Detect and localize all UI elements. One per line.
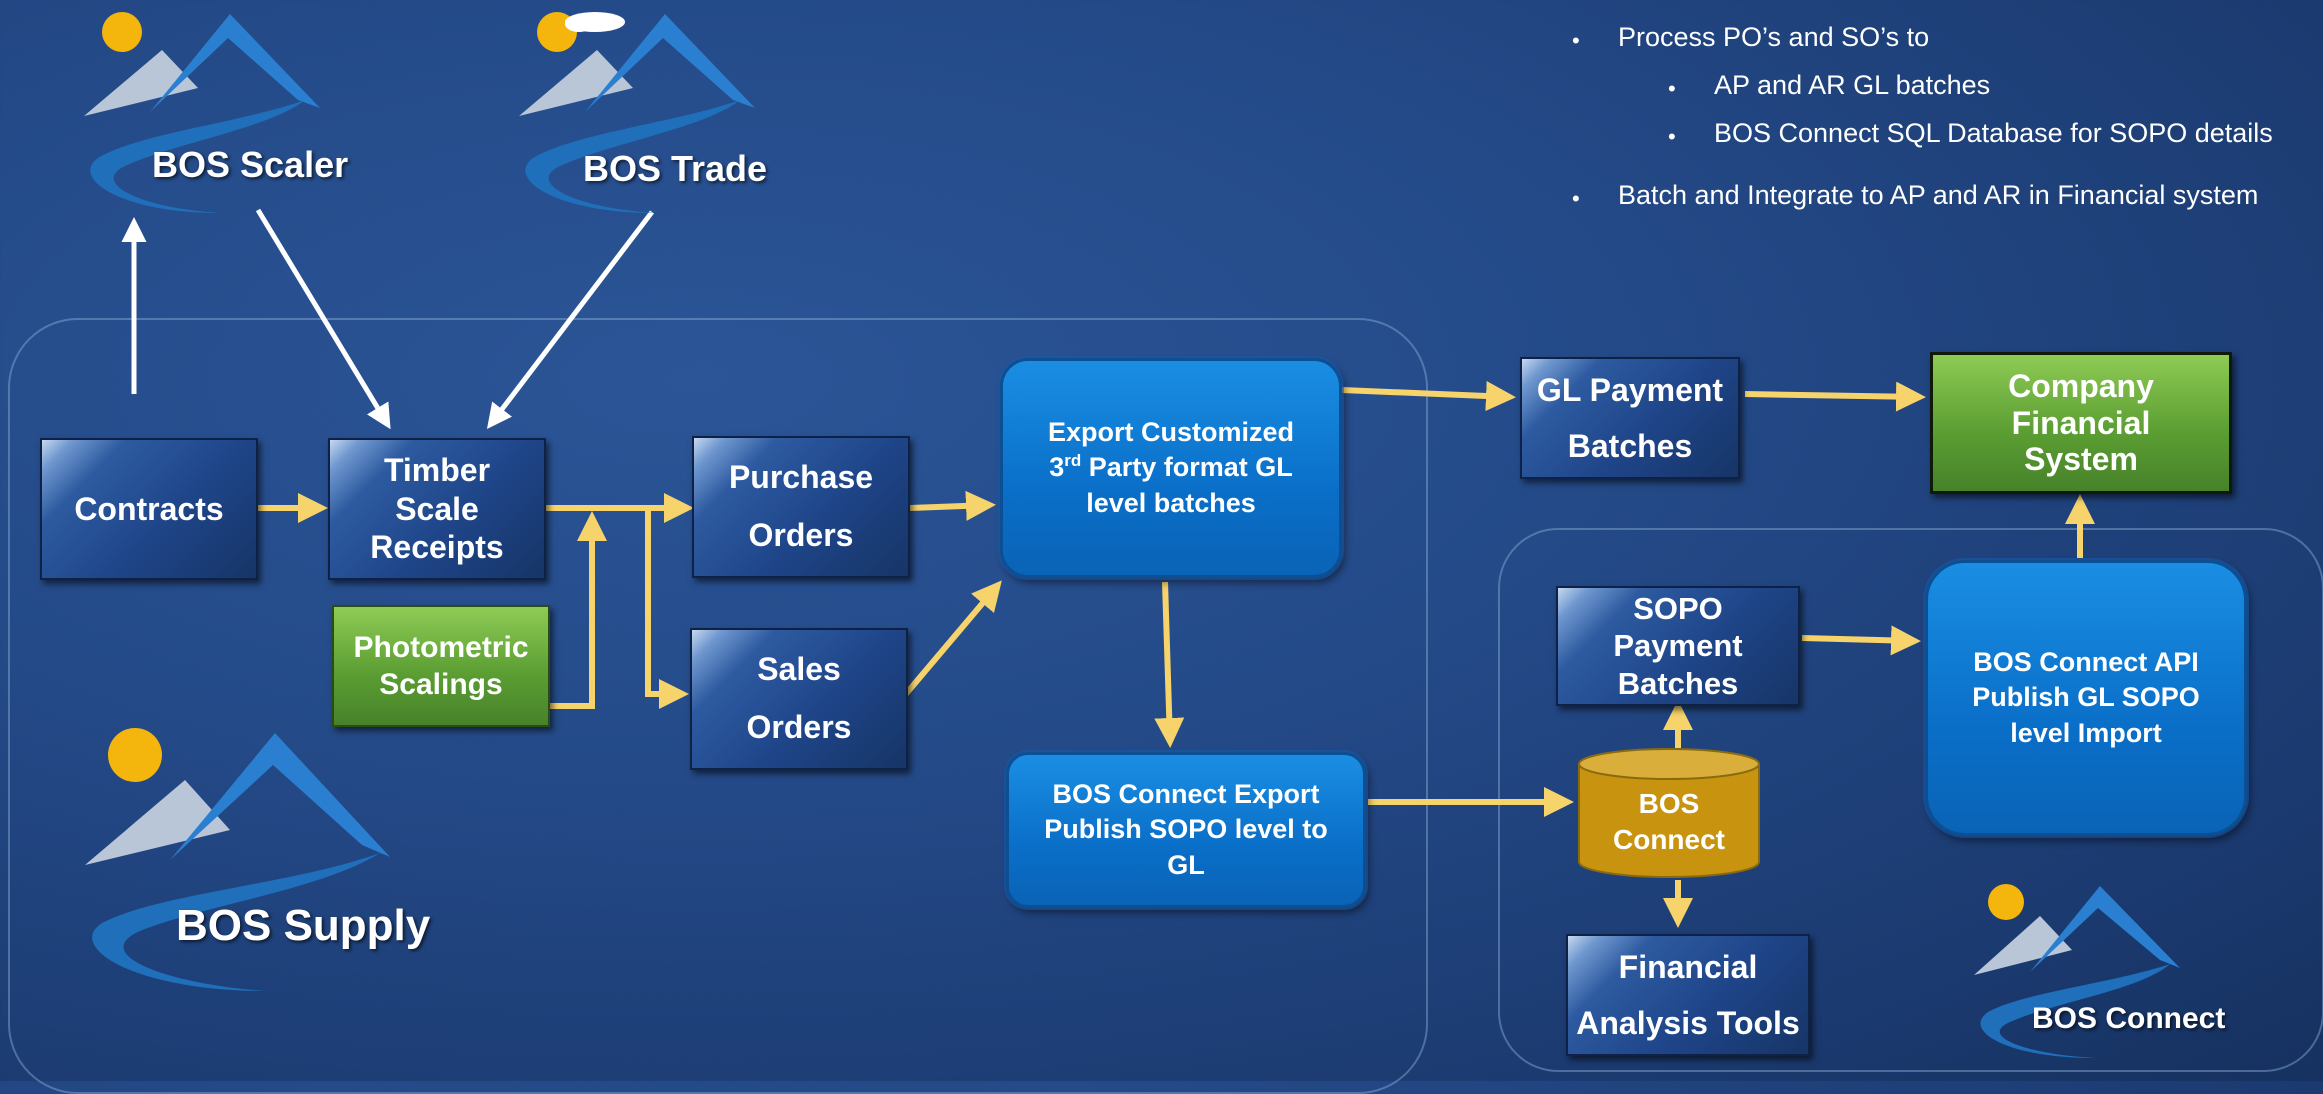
purchase-orders-box: Purchase Orders (692, 436, 910, 578)
bos-connect-api-box: BOS Connect API Publish GL SOPO level Im… (1925, 560, 2247, 836)
export-line-1: Export Customized (1047, 417, 1295, 448)
bullet-item: AP and AR GL batches (1714, 70, 1991, 100)
company-line-3: System (2024, 441, 2138, 478)
arrow-export-to-bosexport (1154, 581, 1185, 748)
export-line-2: 3rd Party format GL (1049, 450, 1293, 485)
bullet-dot: • (1572, 186, 1580, 211)
bullet-dot: • (1572, 28, 1580, 53)
bos-supply-logo: BOS Supply (80, 725, 430, 995)
photometric-scalings-box: Photometric Scalings (332, 605, 550, 727)
bos-supply-label: BOS Supply (176, 901, 431, 950)
contracts-label: Contracts (74, 490, 224, 527)
bullet-item: Batch and Integrate to AP and AR in Fina… (1618, 180, 2259, 210)
company-line-1: Company (2008, 367, 2154, 404)
timber-line-1: Timber (383, 452, 491, 489)
gl-payment-batches-box: GL Payment Batches (1520, 357, 1740, 479)
photometric-line-1: Photometric (353, 630, 529, 664)
export-customized-box: Export Customized 3rd Party format GL le… (1000, 358, 1342, 578)
sopo-line-2: Payment (1613, 628, 1743, 664)
api-line-3: level Import (2010, 717, 2162, 748)
mountain-sun-cloud-icon (519, 12, 755, 213)
export-line-2-rest: Party format GL (1081, 452, 1293, 483)
arrow-photometric-to-junction (550, 511, 607, 709)
arrow-trade-to-timber (486, 210, 654, 429)
arrow-glbatches-to-company (1744, 381, 1926, 412)
bos-connect-export-box: BOS Connect Export Publish SOPO level to… (1006, 752, 1366, 908)
gl-payment-line-1: GL Payment (1536, 372, 1724, 408)
api-line-1: BOS Connect API (1973, 647, 2199, 678)
bos-connect-label: BOS Connect (2032, 1002, 2226, 1035)
bullet-list: • Process PO’s and SO’s to • AP and AR G… (1560, 22, 2320, 222)
database-line-2: Connect (1613, 824, 1725, 856)
timber-line-3: Receipts (370, 529, 504, 566)
bullet-item: BOS Connect SQL Database for SOPO detail… (1714, 118, 2273, 148)
bullet-dot: • (1668, 76, 1676, 101)
sales-orders-box: Sales Orders (690, 628, 908, 770)
purchase-line-2: Orders (748, 517, 854, 553)
database-line-1: BOS (1638, 788, 1700, 819)
sopo-payment-batches-box: SOPO Payment Batches (1556, 586, 1800, 706)
purchase-line-1: Purchase (728, 459, 874, 496)
bos-scaler-logo: BOS Scaler (80, 8, 348, 223)
mountain-sun-icon (1974, 884, 2180, 1058)
company-financial-system-box: Company Financial System (1930, 352, 2232, 494)
database-label: BOS Connect (1576, 786, 1762, 859)
arrow-export-to-glbatches (1341, 381, 1516, 411)
timber-line-2: Scale (395, 490, 479, 527)
api-line-2: Publish GL SOPO (1972, 682, 2200, 713)
mountain-sun-icon (85, 728, 390, 991)
bullet-item: Process PO’s and SO’s to (1618, 22, 1930, 52)
bullet-dot: • (1668, 124, 1676, 149)
bos-export-line-1: BOS Connect Export (1052, 779, 1320, 810)
mountain-sun-icon (84, 12, 320, 213)
company-line-2: Financial (2011, 404, 2151, 441)
arrow-sales-to-export (902, 580, 1002, 697)
sales-line-2: Orders (746, 709, 852, 745)
bos-export-line-3: GL (1167, 849, 1205, 880)
export-line-2-sup: rd (1064, 451, 1082, 471)
bos-trade-logo: BOS Trade (515, 8, 775, 223)
sales-line-1: Sales (757, 651, 841, 688)
bos-connect-database: BOS Connect (1576, 748, 1762, 880)
export-line-2-num: 3 (1049, 452, 1065, 483)
sopo-line-1: SOPO (1633, 591, 1723, 627)
arrow-timber-to-sales (645, 508, 689, 709)
gl-payment-line-2: Batches (1567, 428, 1693, 464)
contracts-box: Contracts (40, 438, 258, 580)
bos-export-line-2: Publish SOPO level to (1044, 814, 1328, 845)
arrow-sopo-to-api (1801, 625, 1921, 656)
photometric-line-2: Scalings (379, 668, 503, 701)
arrow-scaler-to-timber (255, 208, 391, 430)
bos-trade-label: BOS Trade (583, 148, 768, 189)
export-line-3: level batches (1086, 487, 1256, 518)
bos-connect-logo: BOS Connect (1970, 880, 2240, 1060)
arrow-purchase-to-export (909, 490, 996, 521)
financial-tools-line-1: Financial (1618, 949, 1758, 985)
timber-scale-receipts-box: Timber Scale Receipts (328, 438, 546, 580)
financial-tools-line-2: Analysis Tools (1576, 1005, 1800, 1041)
financial-analysis-tools-box: Financial Analysis Tools (1566, 934, 1810, 1056)
database-icon (1578, 748, 1760, 878)
bos-scaler-label: BOS Scaler (152, 144, 349, 185)
sopo-line-3: Batches (1617, 665, 1739, 701)
